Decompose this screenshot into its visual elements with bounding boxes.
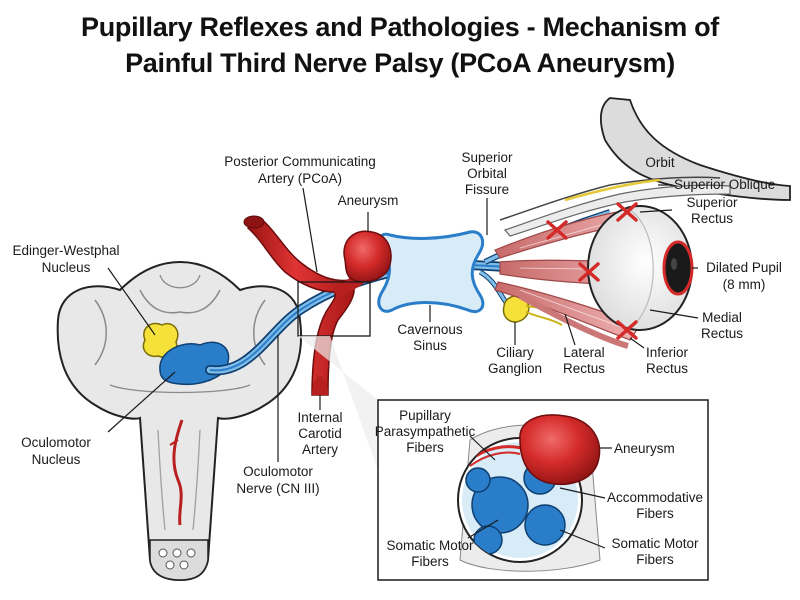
- label-oculomotor-nucleus-2: Nucleus: [32, 452, 81, 467]
- inset-label-pupillary-3: Fibers: [406, 440, 444, 455]
- inset-label-pupillary-1: Pupillary: [399, 408, 451, 423]
- leader-lateral-rectus: [564, 313, 576, 346]
- label-internal-carotid-3: Artery: [302, 442, 338, 457]
- orbit: [499, 97, 791, 237]
- label-pcoa-2: Artery (PCoA): [258, 171, 342, 186]
- label-oculomotor-nerve-1: Oculomotor: [243, 464, 313, 479]
- leader-inferior-rectus: [629, 337, 645, 349]
- inset-label-aneurysm: Aneurysm: [614, 441, 675, 456]
- label-pcoa-1: Posterior Communicating: [224, 154, 376, 169]
- label-inferior-rectus-1: Inferior: [646, 345, 689, 360]
- inset-label-somatic-left-1: Somatic Motor: [386, 538, 474, 553]
- label-orbit: Orbit: [645, 155, 675, 170]
- label-sof-3: Fissure: [465, 182, 509, 197]
- inset-label-pupillary-2: Parasympathetic: [375, 424, 476, 439]
- dilated-pupil: [662, 240, 694, 296]
- label-cavernous-sinus-1: Cavernous: [397, 322, 463, 337]
- leader-medial-rectus: [649, 309, 699, 319]
- label-oculomotor-nucleus-1: Oculomotor: [21, 435, 91, 450]
- label-medial-rectus-1: Medial: [702, 310, 742, 325]
- edinger-westphal-nucleus: [142, 322, 179, 358]
- leader-edinger: [107, 267, 156, 336]
- aneurysm-main: [343, 230, 392, 283]
- label-aneurysm-main: Aneurysm: [338, 193, 399, 208]
- label-sof-1: Superior: [461, 150, 513, 165]
- leader-superior-rectus: [639, 209, 673, 213]
- label-superior-rectus-1: Superior: [686, 195, 738, 210]
- label-dilated-pupil-1: Dilated Pupil: [706, 260, 782, 275]
- label-superior-rectus-2: Rectus: [691, 211, 733, 226]
- title-line-2: Painful Third Nerve Palsy (PCoA Aneurysm…: [125, 48, 675, 78]
- zoom-box: [297, 281, 371, 337]
- label-lateral-rectus-1: Lateral: [563, 345, 604, 360]
- label-oculomotor-nerve-2: Nerve (CN III): [236, 481, 319, 496]
- paralysis-markers: [546, 202, 638, 340]
- leader-pcoa: [302, 187, 318, 273]
- inset-panel: [377, 399, 709, 581]
- inset-label-accommodative-1: Accommodative: [607, 490, 703, 505]
- inset-label-somatic-left-2: Fibers: [411, 554, 449, 569]
- label-inferior-rectus-2: Rectus: [646, 361, 688, 376]
- label-medial-rectus-2: Rectus: [701, 326, 743, 341]
- label-superior-oblique: Superior Oblique: [674, 177, 775, 192]
- zoom-projection: [298, 336, 378, 470]
- label-ciliary-ganglion-2: Ganglion: [488, 361, 542, 376]
- inset-label-somatic-right-2: Fibers: [636, 552, 674, 567]
- title-line-1: Pupillary Reflexes and Pathologies - Mec…: [81, 12, 719, 42]
- label-lateral-rectus-2: Rectus: [563, 361, 605, 376]
- label-sof-2: Orbital: [467, 166, 507, 181]
- cavernous-sinus: [377, 230, 485, 314]
- label-edinger-westphal-2: Nucleus: [42, 260, 91, 275]
- label-internal-carotid-1: Internal: [297, 410, 342, 425]
- inset-label-accommodative-2: Fibers: [636, 506, 674, 521]
- label-ciliary-ganglion-1: Ciliary: [496, 345, 534, 360]
- leader-oculomotor-nucleus: [107, 371, 176, 433]
- label-cavernous-sinus-2: Sinus: [413, 338, 447, 353]
- label-edinger-westphal-1: Edinger-Westphal: [12, 243, 119, 258]
- label-internal-carotid-2: Carotid: [298, 426, 342, 441]
- inset-label-somatic-right-1: Somatic Motor: [611, 536, 699, 551]
- label-dilated-pupil-2: (8 mm): [723, 277, 766, 292]
- midbrain: [56, 260, 303, 582]
